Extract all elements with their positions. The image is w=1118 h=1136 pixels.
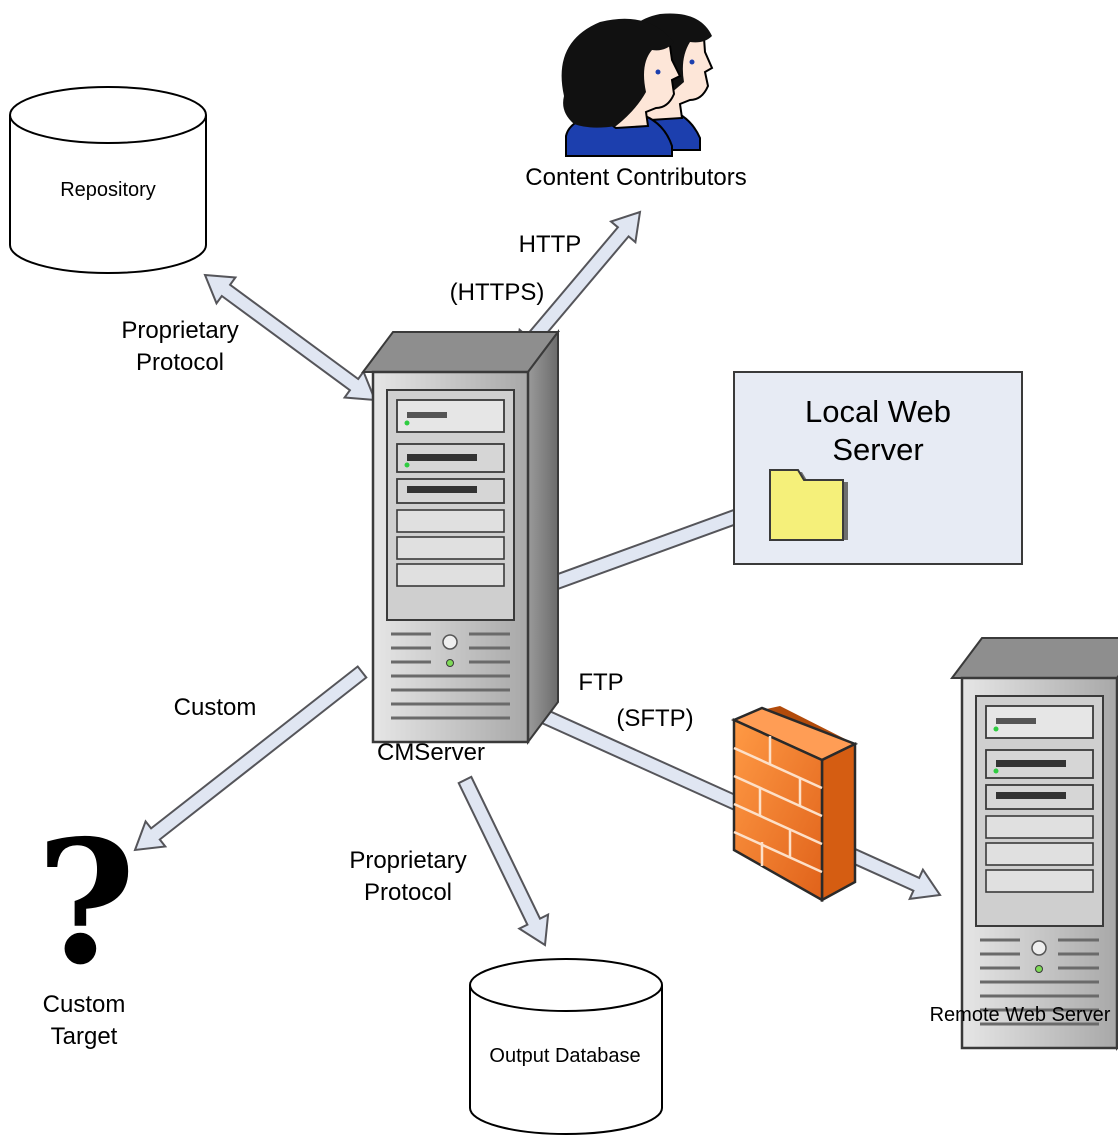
output-link-label-1: Proprietary bbox=[349, 847, 466, 874]
local-web-server-box: Local Web Server bbox=[733, 371, 1023, 565]
output-database-label: Output Database bbox=[489, 1045, 640, 1067]
remote-link-label-1: FTP bbox=[578, 669, 623, 696]
repository-database-icon bbox=[9, 86, 207, 274]
output-link-label-2: Protocol bbox=[364, 879, 452, 906]
users-icon bbox=[561, 13, 714, 157]
content-contributors-label: Content Contributors bbox=[525, 164, 746, 191]
custom-link-arrow bbox=[133, 665, 368, 852]
repository-link-label-2: Protocol bbox=[136, 349, 224, 376]
repository-link-label-1: Proprietary bbox=[121, 317, 238, 344]
cm-server-icon bbox=[361, 330, 560, 744]
question-mark-icon: ? bbox=[36, 803, 136, 1003]
custom-target-label-2: Target bbox=[51, 1023, 118, 1050]
local-web-server-label-2: Server bbox=[832, 432, 923, 467]
local-web-server-label-1: Local Web bbox=[805, 394, 951, 429]
output-database-icon bbox=[469, 958, 663, 1135]
custom-target-label-1: Custom bbox=[43, 991, 126, 1018]
remote-server-icon bbox=[950, 636, 1118, 1050]
custom-link-label: Custom bbox=[174, 694, 257, 721]
contributors-link-label-2: (HTTPS) bbox=[450, 279, 545, 306]
remote-link-label-2: (SFTP) bbox=[616, 705, 693, 732]
contributors-link-label-1: HTTP bbox=[519, 231, 582, 258]
remote-web-server-label: Remote Web Server bbox=[930, 1004, 1111, 1026]
repository-label: Repository bbox=[60, 179, 156, 201]
cm-server-label: CMServer bbox=[377, 739, 485, 766]
firewall-icon bbox=[730, 706, 859, 903]
output-link-arrow bbox=[457, 775, 550, 947]
folder-icon bbox=[769, 469, 848, 541]
